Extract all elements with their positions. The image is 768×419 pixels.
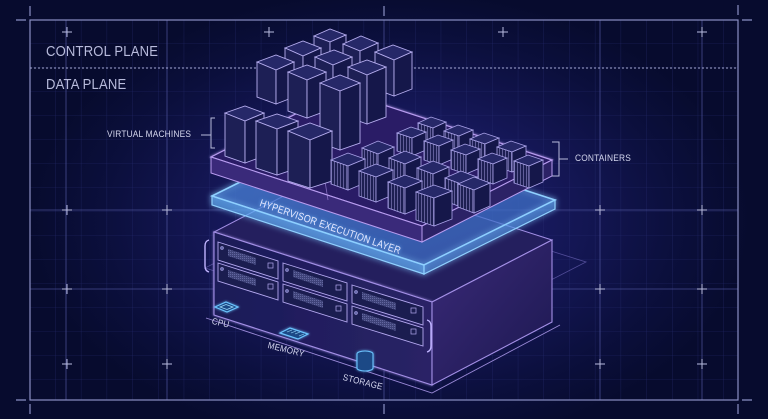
containers-label: CONTAINERS — [575, 153, 631, 164]
virtual-machine-blocks — [223, 28, 414, 189]
memory-module-icon — [278, 327, 310, 340]
database-stack-icon — [356, 350, 374, 372]
data-plane-label: DATA PLANE — [46, 77, 127, 93]
vm-bracket — [210, 117, 215, 149]
container-blocks — [329, 116, 545, 227]
cpu-chip-icon — [213, 301, 240, 313]
control-plane-label: CONTROL PLANE — [46, 44, 159, 60]
containers-bracket — [552, 141, 560, 177]
virtual-machines-label: VIRTUAL MACHINES — [107, 129, 192, 140]
